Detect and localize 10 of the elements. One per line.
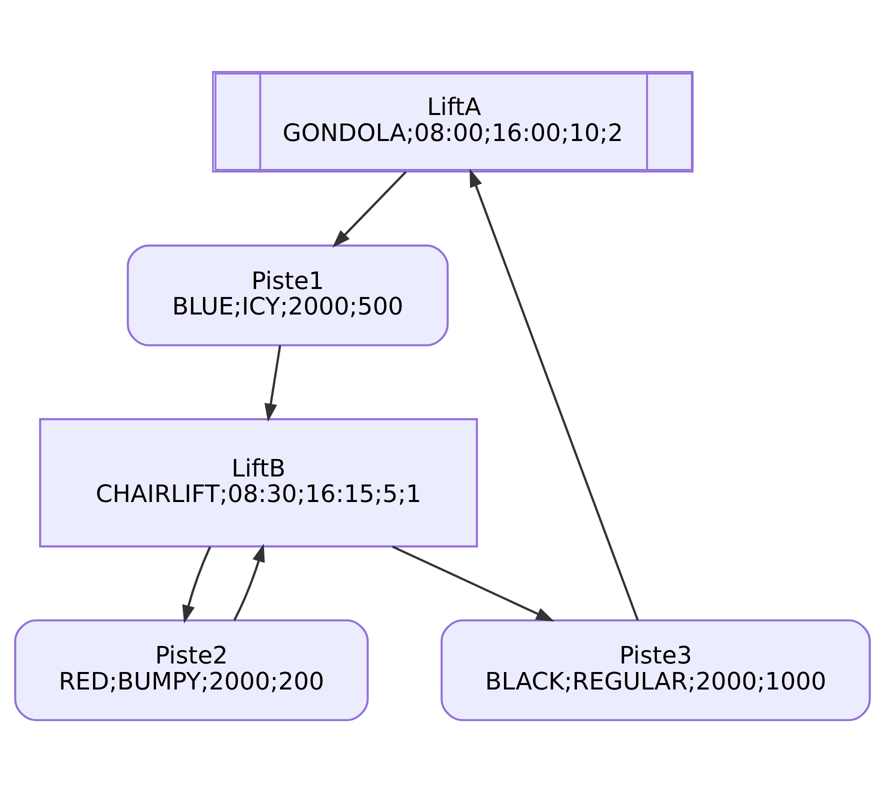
arrow <box>470 168 639 621</box>
node-box: Piste3 BLACK;REGULAR;2000;1000 <box>440 619 871 722</box>
arrow <box>392 546 554 622</box>
node-box: Piste1 BLUE;ICY;2000;500 <box>126 244 449 346</box>
arrow <box>264 345 282 422</box>
arrow <box>182 546 212 624</box>
arrow <box>233 544 265 621</box>
node-box: Piste2 RED;BUMPY;2000;200 <box>14 619 369 722</box>
arrow <box>332 171 407 248</box>
node-box: LiftB CHAIRLIFT;08:30;16:15;5;1 <box>39 418 478 548</box>
